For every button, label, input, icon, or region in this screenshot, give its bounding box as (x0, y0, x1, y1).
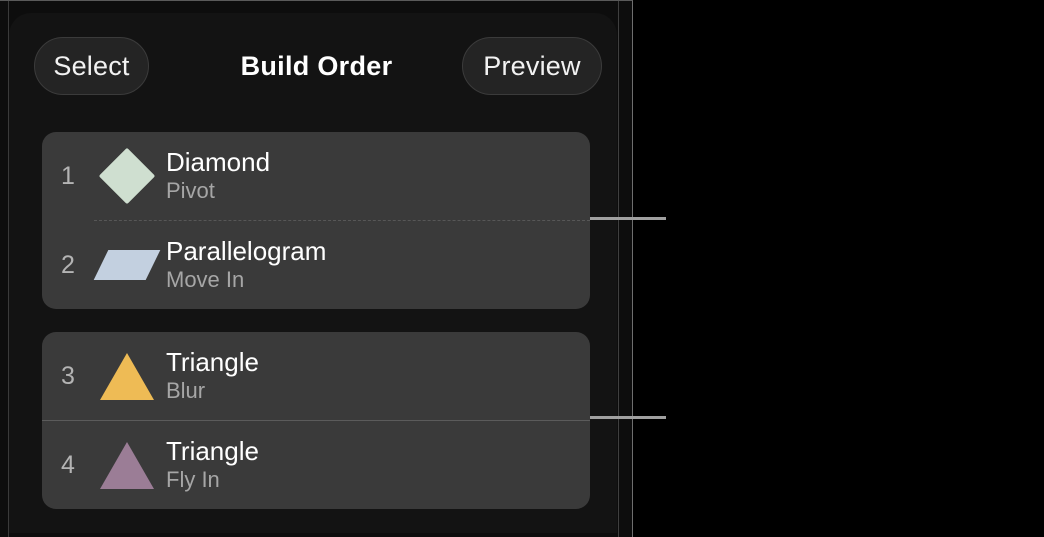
row-subtitle: Fly In (166, 467, 220, 492)
callout-line (590, 217, 666, 220)
row-shape (94, 434, 160, 496)
build-row[interactable]: 1 Diamond Pivot (42, 132, 590, 220)
row-title: Diamond (166, 147, 271, 177)
header-bar: Select Build Order Preview (0, 15, 632, 111)
panel-left-rule (8, 1, 9, 537)
panel-right-rule (618, 1, 619, 537)
row-index: 3 (61, 361, 75, 390)
row-shape (94, 345, 160, 407)
select-button[interactable]: Select (34, 37, 149, 95)
row-text: Triangle Fly In (160, 436, 590, 494)
row-separator-dashed (94, 220, 590, 221)
row-text: Triangle Blur (160, 347, 590, 405)
build-group: 3 Triangle Blur 4 Triangle Fly In (42, 332, 590, 509)
row-text: Diamond Pivot (160, 147, 590, 205)
build-order-panel: Select Build Order Preview 1 Diamond Piv… (0, 0, 633, 537)
build-group: 1 Diamond Pivot 2 Parallelogram Move In (42, 132, 590, 309)
preview-button[interactable]: Preview (462, 37, 602, 95)
build-row[interactable]: 3 Triangle Blur (42, 332, 590, 420)
row-index: 2 (61, 250, 75, 279)
triangle-shape (100, 352, 154, 400)
row-separator-solid (42, 420, 590, 421)
row-subtitle: Move In (166, 267, 245, 292)
row-subtitle: Pivot (166, 178, 215, 203)
callout-line (590, 416, 666, 419)
diamond-shape (98, 147, 156, 205)
triangle-shape (100, 441, 154, 489)
parallelogram-shape (93, 250, 161, 280)
row-shape (93, 234, 161, 296)
page-title: Build Order (240, 51, 393, 81)
row-text: Parallelogram Move In (160, 236, 590, 294)
row-index: 1 (61, 161, 75, 190)
build-row[interactable]: 2 Parallelogram Move In (42, 221, 590, 309)
row-title: Triangle (166, 436, 259, 466)
row-title: Triangle (166, 347, 259, 377)
row-title: Parallelogram (166, 236, 327, 266)
row-subtitle: Blur (166, 378, 206, 403)
build-order-list: 1 Diamond Pivot 2 Parallelogram Move In (42, 132, 590, 532)
build-row[interactable]: 4 Triangle Fly In (42, 421, 590, 509)
row-index: 4 (61, 450, 75, 479)
row-shape (94, 145, 160, 207)
